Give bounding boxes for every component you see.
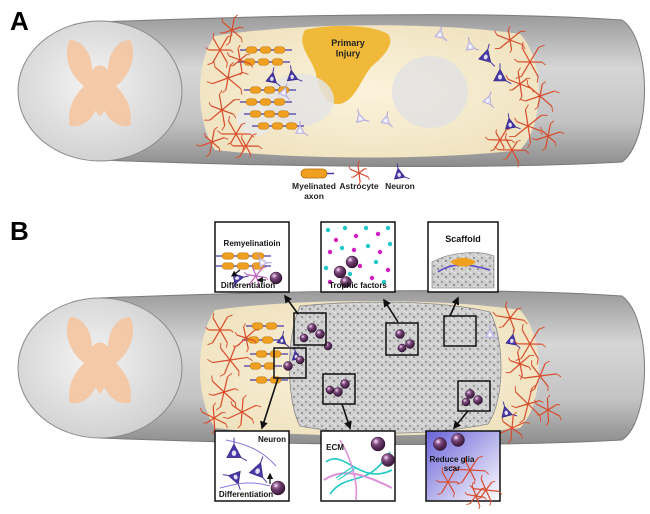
inset-scaffold: Scaffold <box>428 222 498 292</box>
trophic-factor-dot <box>370 276 374 280</box>
inset-neuron-label: Neuron <box>258 435 286 444</box>
inset-remyelination-label: Remyelinatioin <box>224 239 281 248</box>
trophic-factor-dot <box>358 264 362 268</box>
inset-scaffold-label: Scaffold <box>445 234 481 244</box>
stem-cell <box>382 454 395 467</box>
myelinated-axon <box>216 253 271 259</box>
inset-trophic-factors: Trophic factors <box>321 222 395 292</box>
inset-remyelination: Remyelinatioin Differentiation <box>215 222 289 292</box>
trophic-factor-dot <box>340 246 344 250</box>
legend-astrocyte: Astrocyte <box>339 181 378 191</box>
stem-cell <box>284 362 293 371</box>
trophic-factor-dot <box>334 238 338 242</box>
panel-b-letter: B <box>10 216 29 246</box>
trophic-factor-dot <box>378 250 382 254</box>
panel-b: B Remyelinatioin <box>10 216 645 509</box>
trophic-factor-dot <box>324 266 328 270</box>
inset-ecm: ECM <box>321 431 395 501</box>
scaffold-implant <box>290 302 502 433</box>
stem-cell <box>316 330 325 339</box>
myelinated-axon <box>240 99 292 105</box>
myelinated-axon <box>240 47 292 53</box>
stem-cell <box>371 437 385 451</box>
trophic-factor-dot <box>348 272 352 276</box>
stem-cell <box>474 396 483 405</box>
stem-cell <box>346 256 358 268</box>
stem-cell <box>308 324 317 333</box>
stem-cell <box>406 340 415 349</box>
myelinated-axon <box>252 123 304 129</box>
trophic-factor-dot <box>386 226 390 230</box>
trophic-factor-dot <box>364 226 368 230</box>
stem-cell <box>434 438 447 451</box>
trophic-factor-dot <box>354 234 358 238</box>
stem-cell <box>334 266 346 278</box>
stem-cell <box>324 342 332 350</box>
stem-cell <box>326 386 334 394</box>
stem-cell <box>396 330 405 339</box>
legend-neuron: Neuron <box>385 181 415 191</box>
trophic-factor-dot <box>366 244 370 248</box>
myelinated-axon <box>244 87 296 93</box>
stem-cell <box>296 356 304 364</box>
cavity-a-2 <box>392 56 468 128</box>
trophic-factor-dot <box>326 228 330 232</box>
inset-remyelination-differentiation: Differentiation <box>221 281 275 290</box>
inset-trophic-factors-label: Trophic factors <box>329 281 387 290</box>
trophic-factor-dot <box>386 268 390 272</box>
stem-cell <box>398 344 406 352</box>
stem-cell <box>334 388 343 397</box>
stem-cell <box>466 390 475 399</box>
stem-cell <box>452 434 465 447</box>
trophic-factor-dot <box>328 250 332 254</box>
stem-cell <box>300 334 308 342</box>
trophic-factor-dot <box>388 242 392 246</box>
trophic-factor-dot <box>374 260 378 264</box>
stem-cell <box>341 380 350 389</box>
trophic-factor-dot <box>352 248 356 252</box>
panel-a-letter: A <box>10 6 29 36</box>
trophic-factor-dot <box>343 226 347 230</box>
myelinated-axon <box>244 111 296 117</box>
inset-neuron-differentiation: Differentiation <box>219 490 273 499</box>
trophic-factor-dot <box>376 232 380 236</box>
inset-neuron: Neuron Differentiation <box>215 431 289 501</box>
inset-ecm-label: ECM <box>326 443 344 452</box>
stem-cell <box>462 398 470 406</box>
cavity-a-3 <box>237 104 273 136</box>
myelinated-axon-icon <box>301 169 334 178</box>
